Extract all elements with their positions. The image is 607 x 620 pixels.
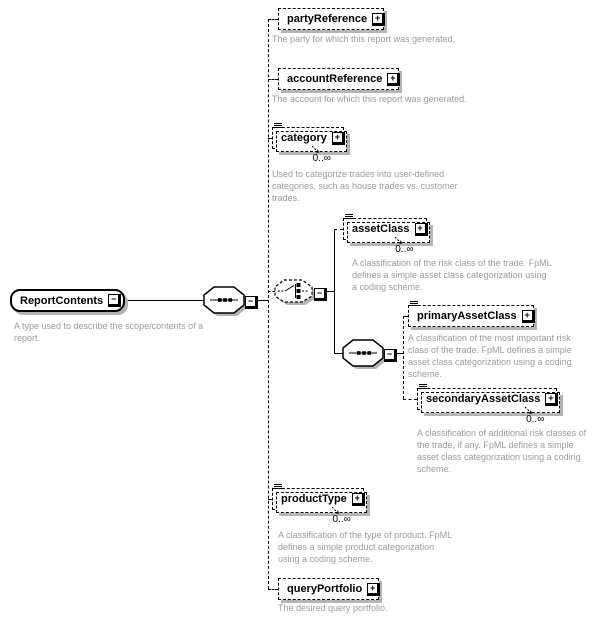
sequence-icon [342, 339, 386, 369]
occurs-arrow-icon [525, 407, 533, 414]
text-content-icon [274, 123, 282, 128]
connector-line [391, 353, 403, 354]
element-label: queryPortfolio [287, 583, 363, 595]
collapse-icon[interactable]: − [384, 348, 397, 362]
element-description: A classification of additional risk clas… [417, 428, 587, 474]
connector-line [254, 300, 268, 301]
occurs-label: 0..∞ [395, 244, 414, 255]
connector-line [268, 499, 272, 500]
element-node-reportcontents[interactable]: ReportContents − [10, 289, 125, 312]
element-label: partyReference [287, 13, 368, 25]
connector-line [334, 353, 343, 354]
expand-icon[interactable]: + [521, 309, 535, 323]
occurs-label: 0..∞ [332, 514, 351, 525]
element-description: A classification of the most important r… [408, 333, 572, 379]
connector-line [334, 229, 343, 230]
element-node-secondaryassetclass[interactable]: secondaryAssetClass + 0..∞ [417, 384, 561, 425]
element-description: The account for which this report was ge… [272, 94, 467, 104]
expand-icon[interactable]: + [331, 131, 345, 145]
connector-line [403, 399, 417, 400]
connector-line [268, 291, 275, 292]
expand-icon[interactable]: + [545, 392, 559, 406]
element-description: A classification of the type of product.… [278, 530, 452, 564]
expand-icon[interactable]: + [372, 12, 386, 26]
text-content-icon [419, 384, 427, 389]
sequence-compositor: − [203, 286, 258, 318]
element-node-producttype[interactable]: productType + 0..∞ [272, 484, 367, 525]
expand-icon[interactable]: + [367, 582, 381, 596]
element-description: A classification of the risk class of th… [352, 258, 552, 292]
expand-icon[interactable]: + [414, 222, 428, 236]
connector-line [268, 19, 269, 589]
choice-compositor: − [274, 279, 327, 309]
expand-icon[interactable]: + [387, 72, 401, 86]
element-label: ReportContents [20, 294, 104, 307]
element-label: accountReference [287, 73, 383, 85]
occurs-label: 0..∞ [312, 153, 331, 164]
collapse-icon[interactable]: − [314, 287, 327, 301]
connector-line [268, 138, 272, 139]
connector-line [268, 19, 278, 20]
text-content-icon [274, 484, 282, 489]
element-label: category [281, 132, 327, 144]
element-node-category[interactable]: category + 0..∞ [272, 123, 347, 164]
connector-line [268, 79, 278, 80]
occurs-arrow-icon [311, 146, 319, 153]
element-description: The party for which this report was gene… [272, 34, 456, 44]
text-content-icon [410, 301, 418, 306]
element-node-primaryassetclass[interactable]: primaryAssetClass + [408, 301, 535, 327]
element-label: productType [281, 493, 347, 505]
element-label: assetClass [352, 223, 410, 235]
connector-line [403, 316, 404, 399]
occurs-label: 0..∞ [526, 414, 545, 425]
connector-line [320, 291, 334, 292]
connector-line [124, 300, 204, 301]
element-label: primaryAssetClass [417, 310, 517, 322]
choice-icon [274, 279, 315, 305]
element-description: A type used to describe the scope/conten… [14, 321, 204, 343]
element-description: Used to categorize trades into user-defi… [272, 169, 458, 203]
connector-line [268, 589, 278, 590]
occurs-arrow-icon [331, 507, 339, 514]
element-node-queryportfolio[interactable]: queryPortfolio + [278, 578, 381, 600]
connector-line [334, 229, 335, 353]
occurs-arrow-icon [394, 237, 402, 244]
collapse-icon[interactable]: − [108, 294, 122, 307]
element-node-partyreference[interactable]: partyReference + [278, 8, 386, 30]
connector-line [403, 316, 408, 317]
element-node-assetclass[interactable]: assetClass + 0..∞ [343, 214, 429, 255]
sequence-compositor: − [342, 339, 397, 371]
collapse-icon[interactable]: − [245, 295, 258, 309]
expand-icon[interactable]: + [351, 492, 365, 506]
text-content-icon [345, 214, 353, 219]
element-label: secondaryAssetClass [426, 393, 541, 405]
sequence-icon [203, 286, 247, 316]
element-description: The desired query portfolio. [278, 603, 388, 613]
element-node-accountreference[interactable]: accountReference + [278, 68, 401, 90]
